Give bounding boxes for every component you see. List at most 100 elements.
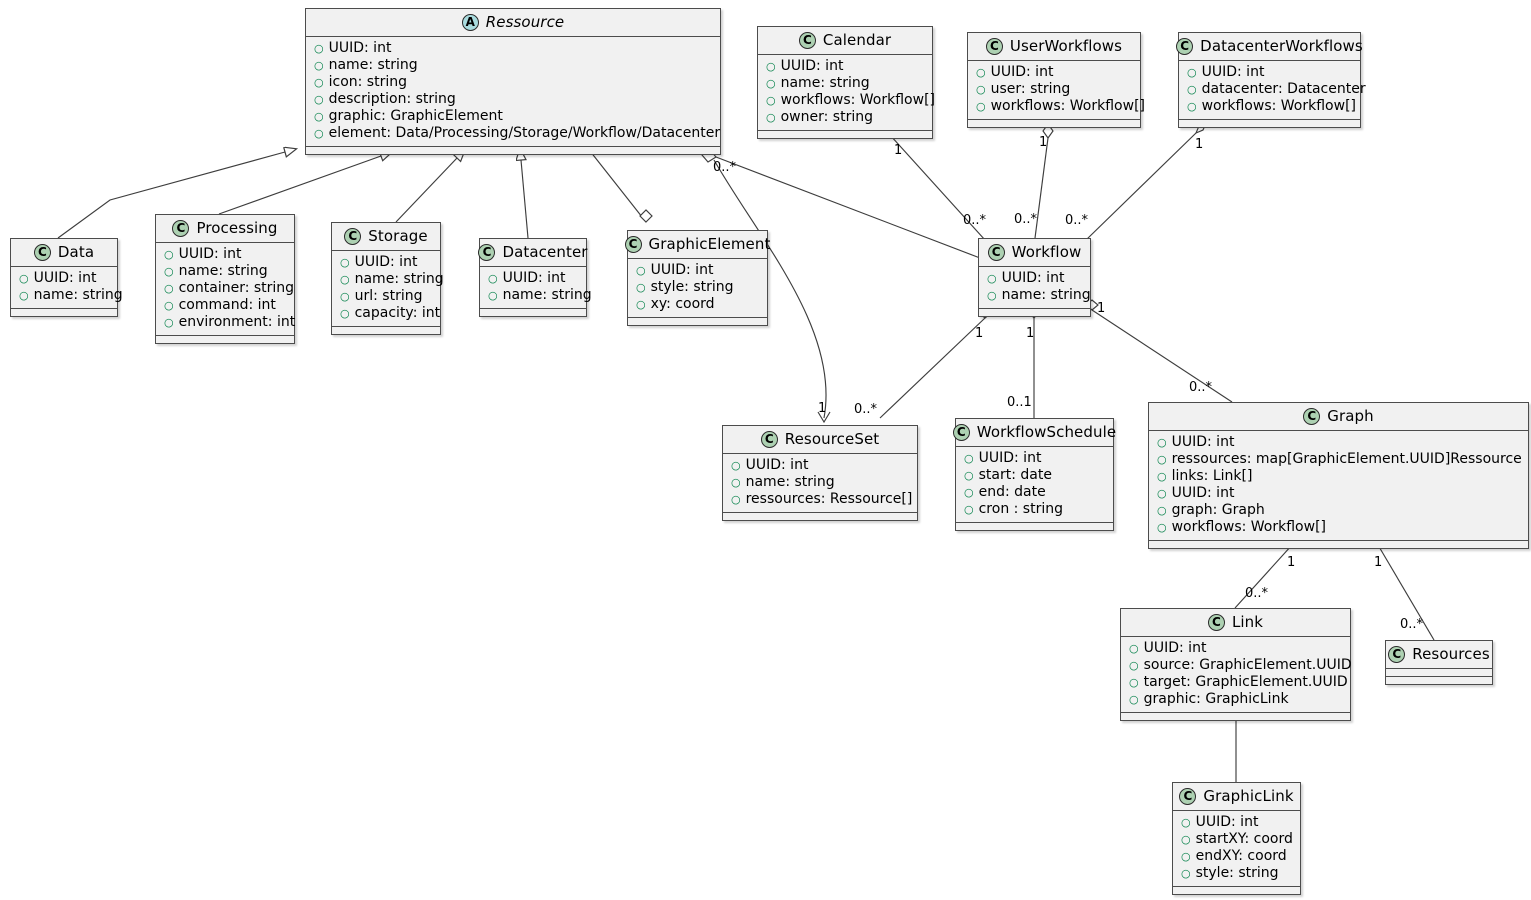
class-methods-ressource <box>306 147 720 154</box>
class-attributes-graph: ○UUID: int○ressources: map[GraphicElemen… <box>1149 431 1528 541</box>
class-title-resources: Resources <box>1412 645 1490 663</box>
class-attribute: ○description: string <box>314 91 712 108</box>
visibility-public-icon: ○ <box>1157 487 1167 500</box>
attribute-text: UUID: int <box>745 457 809 473</box>
visibility-public-icon: ○ <box>636 264 646 277</box>
visibility-public-icon: ○ <box>964 486 974 499</box>
attribute-text: name: string <box>1001 287 1091 303</box>
class-attribute: ○UUID: int <box>340 254 432 271</box>
attribute-text: environment: int <box>178 314 296 330</box>
visibility-public-icon: ○ <box>964 452 974 465</box>
class-attributes-processing: ○UUID: int○name: string○container: strin… <box>156 243 296 336</box>
class-attribute: ○command: int <box>164 297 286 314</box>
visibility-public-icon: ○ <box>731 476 741 489</box>
attribute-text: UUID: int <box>1201 64 1265 80</box>
visibility-public-icon: ○ <box>488 272 498 285</box>
class-attribute: ○workflows: Workflow[] <box>1157 519 1520 536</box>
class-methods-workflowschedule <box>956 523 1113 530</box>
class-attribute: ○target: GraphicElement.UUID <box>1129 674 1348 691</box>
attribute-text: name: string <box>328 57 418 73</box>
attribute-text: name: string <box>502 287 592 303</box>
class-attribute: ○user: string <box>976 81 1132 98</box>
multiplicity-label: 1 <box>1287 555 1296 570</box>
class-title-userworkflows: UserWorkflows <box>1009 37 1123 55</box>
class-attribute: ○ UUID: int <box>1187 64 1352 81</box>
attribute-text: url: string <box>354 288 423 304</box>
class-attribute: ○UUID: int <box>964 450 1105 467</box>
attribute-text: UUID: int <box>33 270 97 286</box>
edge-processing-ressource <box>218 156 381 215</box>
attribute-text: graphic: GraphicElement <box>328 108 503 124</box>
visibility-public-icon: ○ <box>636 298 646 311</box>
visibility-public-icon: ○ <box>314 127 324 140</box>
visibility-public-icon: ○ <box>1129 676 1139 689</box>
class-attribute: ○UUID: int <box>314 40 712 57</box>
edge-workflow-resourceset <box>879 317 986 419</box>
visibility-public-icon: ○ <box>1181 816 1191 829</box>
class-icon: C <box>798 31 816 49</box>
visibility-public-icon: ○ <box>731 459 741 472</box>
class-title-link: Link <box>1231 613 1264 631</box>
visibility-public-icon: ○ <box>731 493 741 506</box>
visibility-public-icon: ○ <box>976 83 986 96</box>
class-icon: C <box>478 243 496 261</box>
class-methods-resources <box>1386 677 1492 684</box>
visibility-public-icon: ○ <box>1157 470 1167 483</box>
class-title-workflowschedule: WorkflowSchedule <box>976 423 1117 441</box>
visibility-public-icon: ○ <box>1181 833 1191 846</box>
visibility-public-icon: ○ <box>964 469 974 482</box>
class-title-ressource: Ressource <box>485 13 565 31</box>
class-attribute: ○owner: string <box>766 109 924 126</box>
class-title-storage: Storage <box>368 227 428 245</box>
class-title-calendar: Calendar <box>822 31 892 49</box>
class-icon: C <box>33 243 51 261</box>
class-attribute: ○datacenter: Datacenter <box>1187 81 1366 98</box>
edge-datacenter-ressource <box>521 160 529 239</box>
visibility-public-icon: ○ <box>1187 66 1197 79</box>
multiplicity-label: 1 <box>1026 326 1035 341</box>
edge-datacenterworkflows-workflow <box>1085 132 1197 241</box>
class-title-datacenter: Datacenter <box>502 243 588 261</box>
class-attributes-data: ○UUID: int○name: string <box>11 267 123 309</box>
multiplicity-label: 0..* <box>1014 212 1038 227</box>
class-attribute: ○xy: coord <box>636 296 759 313</box>
visibility-public-icon: ○ <box>340 256 350 269</box>
class-icon: C <box>344 227 362 245</box>
class-methods-graphiclink <box>1173 887 1300 894</box>
attribute-text: name: string <box>33 287 123 303</box>
class-icon: C <box>1176 37 1194 55</box>
multiplicity-label: 0..* <box>1189 380 1213 395</box>
class-attribute: ○url: string <box>340 288 432 305</box>
class-attributes-userworkflows: ○UUID: int○user: string○workflows: Workf… <box>968 61 1145 120</box>
class-attribute: ○name: string <box>731 474 909 491</box>
class-attributes-resources <box>1386 669 1492 677</box>
attribute-text: cron : string <box>978 501 1063 517</box>
class-attribute: ○UUID: int <box>987 270 1082 287</box>
visibility-public-icon: ○ <box>766 111 776 124</box>
attribute-text: UUID: int <box>780 58 844 74</box>
class-attribute: ○name: string <box>488 287 592 304</box>
class-header-calendar: C Calendar <box>758 27 932 55</box>
attribute-text: startXY: coord <box>1195 831 1293 847</box>
